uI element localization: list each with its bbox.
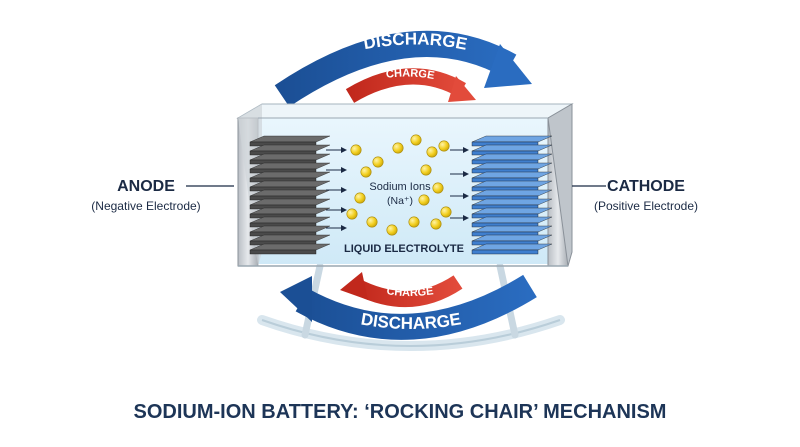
cathode-layer-top (471, 198, 553, 206)
sodium-ion-dot (346, 208, 358, 220)
discharge-arrow-bottom: DISCHARGE (280, 274, 537, 340)
cathode-layer-top (471, 171, 553, 179)
cathode-layer-top (471, 234, 553, 242)
anode-layer-top (249, 135, 331, 143)
anode-label-group: ANODE (Negative Electrode) (91, 178, 234, 213)
charge-arrow-bottom-head (340, 272, 368, 300)
cathode-subtitle: (Positive Electrode) (594, 199, 698, 213)
charge-label-top: CHARGE (385, 67, 435, 82)
sodium-ion-dot (354, 192, 366, 204)
sodium-ion-dot (386, 224, 398, 236)
anode-layer-top (249, 225, 331, 233)
electrolyte-label: LIQUID ELECTROLYTE (344, 243, 464, 255)
anode-layer-top (249, 189, 331, 197)
sodium-ion-dot (432, 182, 444, 194)
charge-label-bottom: CHARGE (386, 285, 434, 299)
sodium-ion-dot (420, 164, 432, 176)
sodium-ion-dot (360, 166, 372, 178)
cathode-layer-top (471, 243, 553, 251)
cathode-layer-top (471, 153, 553, 161)
discharge-arrow-top: DISCHARGE (274, 29, 532, 107)
sodium-ion-dot (350, 144, 362, 156)
anode-layer-top (249, 153, 331, 161)
page-title: SODIUM-ION BATTERY: ‘ROCKING CHAIR’ MECH… (134, 401, 667, 423)
sodium-ion-dot (410, 134, 422, 146)
sodium-ion-dot (438, 140, 450, 152)
cathode-layer-top (471, 135, 553, 143)
sodium-ions (346, 134, 452, 236)
anode-layer-top (249, 234, 331, 242)
cathode-layer-top (471, 216, 553, 224)
ion-label: Sodium Ions (369, 181, 431, 193)
anode-layer (249, 249, 317, 255)
anode-electrode-stack (249, 135, 331, 255)
anode-layer-top (249, 162, 331, 170)
discharge-arrow-top-head (484, 44, 532, 88)
ion-flow-arrows (326, 147, 469, 231)
sodium-ion-dot (392, 142, 404, 154)
anode-layer-top (249, 207, 331, 215)
anode-subtitle: (Negative Electrode) (91, 199, 200, 213)
charge-arrow-top-head (448, 76, 476, 102)
anode-layer-top (249, 216, 331, 224)
sodium-ion-dot (440, 206, 452, 218)
cathode-layer-top (471, 144, 553, 152)
anode-layer-top (249, 243, 331, 251)
sodium-ion-dot (372, 156, 384, 168)
cathode-layer (471, 249, 539, 255)
rocker-runner-outline (261, 319, 561, 347)
anode-layer-top (249, 144, 331, 152)
sodium-ion-dot (366, 216, 378, 228)
cathode-layer-top (471, 225, 553, 233)
cathode-layer-top (471, 180, 553, 188)
sodium-ion-dot (418, 194, 430, 206)
cathode-layer-top (471, 162, 553, 170)
charge-arrow-top: CHARGE (345, 67, 476, 103)
anode-layer-top (249, 180, 331, 188)
sodium-ion-dot (408, 216, 420, 228)
anode-title: ANODE (117, 178, 175, 195)
sodium-ion-dot (430, 218, 442, 230)
cathode-title: CATHODE (607, 178, 685, 195)
discharge-label-bottom: DISCHARGE (360, 309, 463, 333)
charge-arrow-bottom: CHARGE (340, 272, 463, 308)
cathode-label-group: CATHODE (Positive Electrode) (572, 178, 698, 213)
cathode-layer-top (471, 189, 553, 197)
sodium-ion-dot (426, 146, 438, 158)
ion-formula: (Na⁺) (387, 195, 413, 207)
container-top-rim (236, 103, 574, 119)
cathode-layer-top (471, 207, 553, 215)
anode-layer-top (249, 171, 331, 179)
cathode-electrode-stack (471, 135, 553, 255)
discharge-arrow-bottom-head (280, 276, 312, 322)
anode-layer-top (249, 198, 331, 206)
